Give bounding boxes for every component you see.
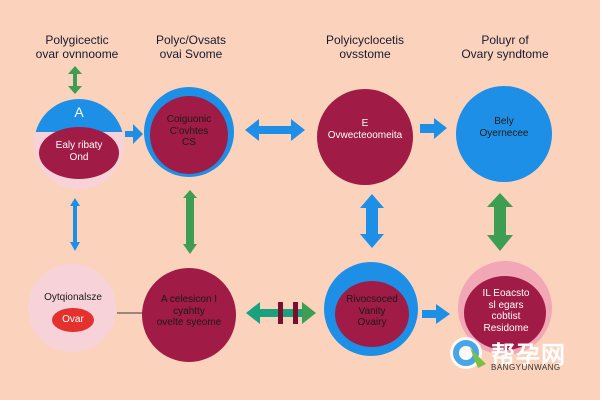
watermark-en: BANGYUNWANG xyxy=(491,363,561,372)
title-4: Poluyr of Ovary syndtome xyxy=(461,33,549,61)
node-1-top-label: A xyxy=(74,104,84,120)
teal-double-arrow-h xyxy=(246,302,316,324)
blue-double-arrow-v-1 xyxy=(70,198,80,251)
node-8-circle xyxy=(458,261,552,355)
blue-double-arrow-v-2 xyxy=(360,194,384,248)
title-2: Polyc/Ovsats ovai Svome xyxy=(155,33,227,61)
green-double-arrow-top xyxy=(68,66,82,94)
node-4-circle xyxy=(456,86,552,182)
node-6-label: A celesicon I cyahtty ovelte syeome xyxy=(156,294,222,328)
watermark-logo-icon xyxy=(450,337,486,369)
node-5-label: Oytqionalsze xyxy=(44,292,102,303)
node-2-circle xyxy=(144,87,234,177)
node-7-circle xyxy=(324,262,418,356)
node-6-circle xyxy=(142,268,236,362)
node-7-label: Rivocsoced Vanity Ovairy xyxy=(346,294,398,328)
node-5-circle xyxy=(28,264,116,352)
blue-double-arrow-h-1 xyxy=(245,119,305,141)
node-8-label: IL Eoacsto sl egars cobtist Residome xyxy=(482,288,530,334)
title-3: Polyicyclocetis ovsstome xyxy=(325,33,405,61)
blue-right-arrow-3 xyxy=(422,304,450,324)
green-double-arrow-v-2 xyxy=(487,193,513,251)
title-1: Polygicectic ovar ovnnoome xyxy=(35,33,119,61)
watermark-cn: 帮孕网 xyxy=(491,341,566,369)
node-3-label: E Ovwecteoomeita xyxy=(327,118,403,141)
node-2-label: Coiguonic C'ovhtes CS xyxy=(166,114,212,148)
node-1-circle xyxy=(34,99,124,189)
node-1-label: Ealy ribaty Ond xyxy=(55,140,103,163)
node-4-label: Bely Oyernecee xyxy=(479,116,529,139)
blue-right-arrow-1 xyxy=(125,124,143,144)
blue-right-arrow-2 xyxy=(420,118,447,139)
node-3-circle xyxy=(317,89,413,185)
green-double-arrow-v-1 xyxy=(183,190,197,254)
node-5-inner-label: Ovar xyxy=(62,314,84,325)
